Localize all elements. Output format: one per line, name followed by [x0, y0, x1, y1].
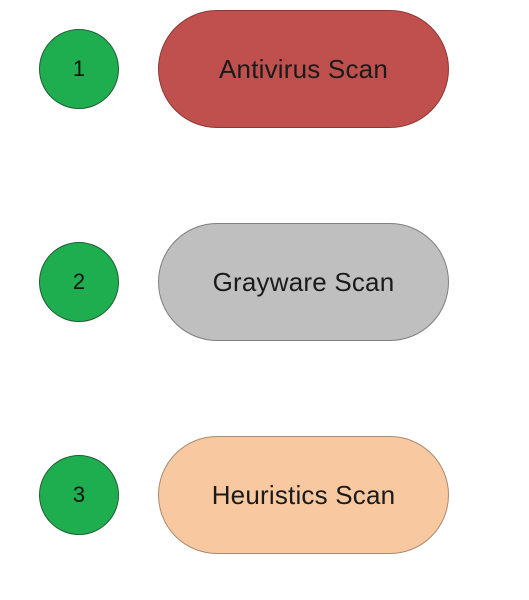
step-row-1: 1 Antivirus Scan: [0, 10, 529, 128]
step-number-badge: 3: [39, 455, 119, 535]
step-number-badge: 2: [39, 242, 119, 322]
grayware-scan-pill: Grayware Scan: [158, 223, 449, 341]
heuristics-scan-pill: Heuristics Scan: [158, 436, 449, 554]
antivirus-scan-pill: Antivirus Scan: [158, 10, 449, 128]
step-row-3: 3 Heuristics Scan: [0, 436, 529, 554]
step-row-2: 2 Grayware Scan: [0, 223, 529, 341]
step-number-badge: 1: [39, 29, 119, 109]
